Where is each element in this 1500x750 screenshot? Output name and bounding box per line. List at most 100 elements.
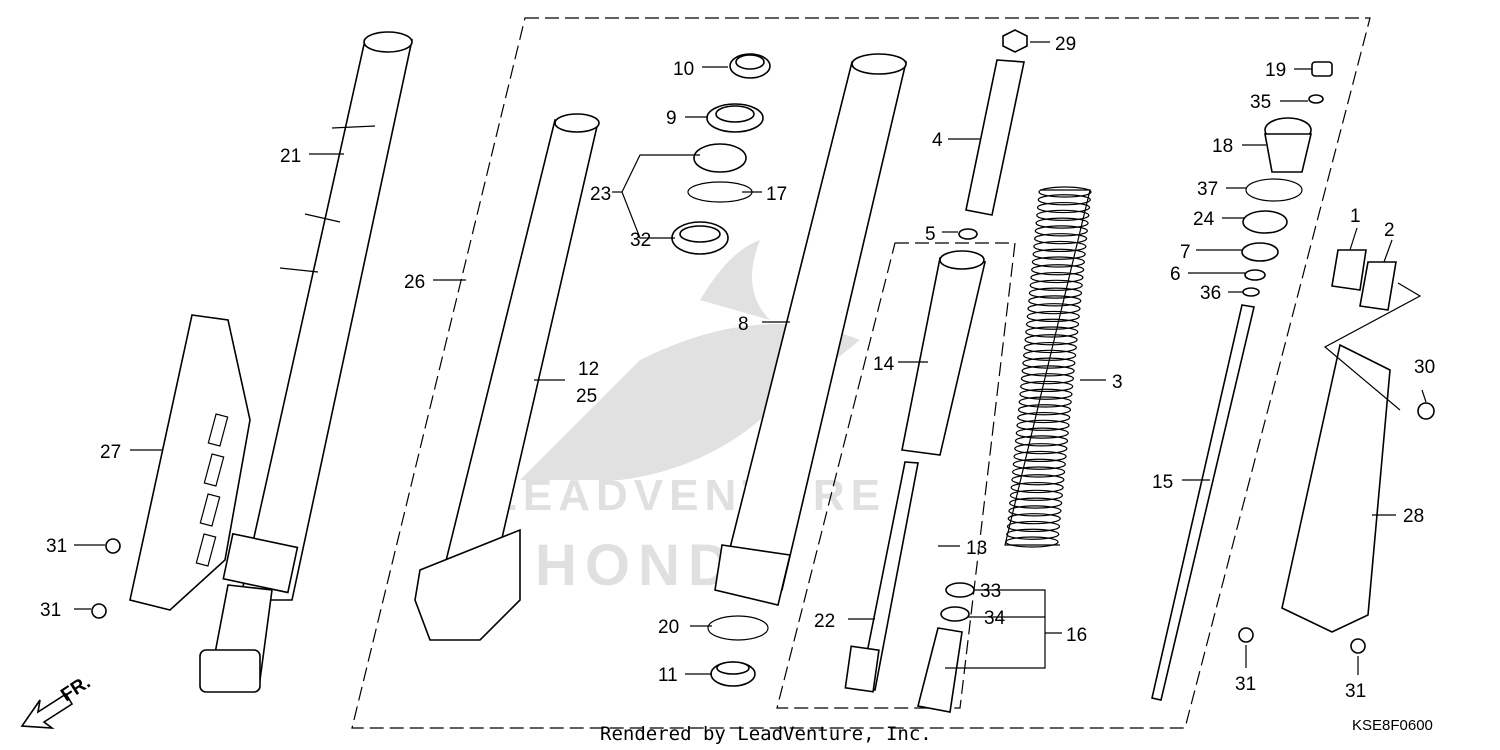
part-23-seal-set[interactable]: [693, 143, 747, 173]
spring-coil: [1020, 380, 1074, 393]
part-14-piston-collar[interactable]: [901, 250, 986, 456]
spring-coil: [1005, 536, 1059, 548]
callout-15[interactable]: 15: [1152, 472, 1173, 493]
part-28-fork-protector[interactable]: [1281, 343, 1391, 633]
callout-7[interactable]: 7: [1180, 242, 1191, 263]
callout-14[interactable]: 14: [873, 354, 895, 375]
callout-32[interactable]: 32: [630, 230, 651, 251]
part-11-guide-bushing[interactable]: [710, 661, 756, 687]
callout-29[interactable]: 29: [1055, 34, 1076, 55]
callout-13[interactable]: 13: [966, 538, 987, 559]
callout-6[interactable]: 6: [1170, 264, 1181, 285]
part-5-o-ring[interactable]: [958, 228, 978, 240]
callout-9[interactable]: 9: [666, 108, 677, 129]
leader-lines: [74, 41, 1427, 675]
part-31-screw-c[interactable]: [1238, 627, 1254, 643]
callout-31-c[interactable]: 31: [1235, 674, 1256, 695]
part-32-slide-bushing[interactable]: [671, 221, 729, 255]
part-27-fork-protector[interactable]: [129, 314, 251, 611]
part-6-o-ring[interactable]: [1244, 269, 1266, 281]
callout-3[interactable]: 3: [1112, 372, 1123, 393]
part-33-o-ring[interactable]: [945, 582, 975, 598]
part-37-o-ring[interactable]: [1245, 178, 1303, 202]
callout-30[interactable]: 30: [1414, 357, 1435, 378]
spring-coil: [1025, 318, 1080, 330]
callout-2[interactable]: 2: [1384, 220, 1395, 241]
part-34-o-ring[interactable]: [940, 606, 970, 622]
spring-coil: [1006, 520, 1061, 533]
callout-25[interactable]: 25: [576, 386, 597, 407]
callout-28[interactable]: 28: [1403, 506, 1424, 527]
part-4-fork-cap[interactable]: [965, 59, 1025, 216]
callout-35[interactable]: 35: [1250, 92, 1271, 113]
callout-37[interactable]: 37: [1197, 179, 1218, 200]
spring-coil: [1026, 310, 1080, 323]
part-15-adjuster-rod[interactable]: [1151, 304, 1255, 701]
callout-5[interactable]: 5: [925, 224, 936, 245]
part-31-screw-a[interactable]: [105, 538, 121, 554]
part-35-o-ring[interactable]: [1308, 94, 1324, 104]
callout-16[interactable]: 16: [1066, 625, 1087, 646]
callout-21[interactable]: 21: [280, 146, 301, 167]
part-22-damper-rod[interactable]: [844, 461, 919, 693]
spring-coil: [1025, 326, 1079, 338]
spring-coil: [1028, 295, 1082, 307]
part-21-fork-outer-assembly[interactable]: [199, 31, 413, 693]
part-19-bolt[interactable]: [1311, 61, 1333, 77]
part-31-screw-d[interactable]: [1350, 638, 1366, 654]
spring-coil: [1031, 264, 1085, 276]
part-18-fork-bolt[interactable]: [1264, 117, 1313, 173]
part-8-fork-slider[interactable]: [714, 53, 908, 606]
spring-coil: [1022, 357, 1076, 369]
callout-23[interactable]: 23: [590, 184, 611, 205]
callout-22[interactable]: 22: [814, 611, 835, 632]
callout-31-a[interactable]: 31: [46, 536, 67, 557]
part-31-screw-b[interactable]: [91, 603, 107, 619]
callout-34[interactable]: 34: [984, 608, 1006, 629]
spring-coil: [1033, 233, 1088, 245]
callout-31-b[interactable]: 31: [40, 600, 61, 621]
watermark: LEADVENTURE HONDA: [490, 240, 880, 598]
callout-10[interactable]: 10: [673, 59, 694, 80]
spring-coil: [1011, 474, 1065, 486]
part-24-adjuster[interactable]: [1242, 210, 1288, 234]
diagram-code: KSE8F0600: [1352, 717, 1433, 734]
part-30-bolt[interactable]: [1417, 402, 1435, 420]
spring-coil: [1016, 419, 1070, 431]
spring-coil: [1036, 201, 1091, 214]
part-1-bracket[interactable]: [1331, 249, 1367, 291]
callout-27[interactable]: 27: [100, 442, 121, 463]
callout-18[interactable]: 18: [1212, 136, 1233, 157]
part-10-dust-seal[interactable]: [729, 53, 771, 79]
callout-12[interactable]: 12: [578, 359, 599, 380]
part-12-fork-pipe[interactable]: [414, 113, 600, 641]
part-2-bracket[interactable]: [1359, 261, 1397, 311]
callout-17[interactable]: 17: [766, 184, 787, 205]
callout-31-d[interactable]: 31: [1345, 681, 1366, 702]
part-7-washer[interactable]: [1241, 242, 1279, 262]
part-16-base-valve[interactable]: [917, 627, 963, 713]
part-29-nut[interactable]: [1002, 29, 1028, 53]
callout-19[interactable]: 19: [1265, 60, 1286, 81]
callout-33[interactable]: 33: [980, 581, 1001, 602]
part-20-back-up-ring[interactable]: [707, 615, 769, 641]
callout-8[interactable]: 8: [738, 314, 749, 335]
spring-coil: [1024, 334, 1078, 346]
callout-1[interactable]: 1: [1350, 206, 1361, 227]
spring-coil: [1030, 271, 1084, 284]
part-3-fork-spring[interactable]: [1004, 186, 1092, 548]
callout-26[interactable]: 26: [404, 272, 425, 293]
spring-coil: [1037, 194, 1091, 206]
callout-20[interactable]: 20: [658, 617, 679, 638]
part-36-o-ring[interactable]: [1242, 287, 1260, 297]
part-9-oil-seal[interactable]: [706, 103, 764, 133]
callout-36[interactable]: 36: [1200, 283, 1221, 304]
spring-coil: [1031, 256, 1086, 268]
spring-coil: [1032, 248, 1086, 260]
spring-coil: [1017, 411, 1071, 424]
callout-11[interactable]: 11: [658, 665, 678, 686]
spring-coil: [1014, 443, 1068, 455]
callout-4[interactable]: 4: [932, 130, 943, 151]
callout-24[interactable]: 24: [1193, 209, 1215, 230]
